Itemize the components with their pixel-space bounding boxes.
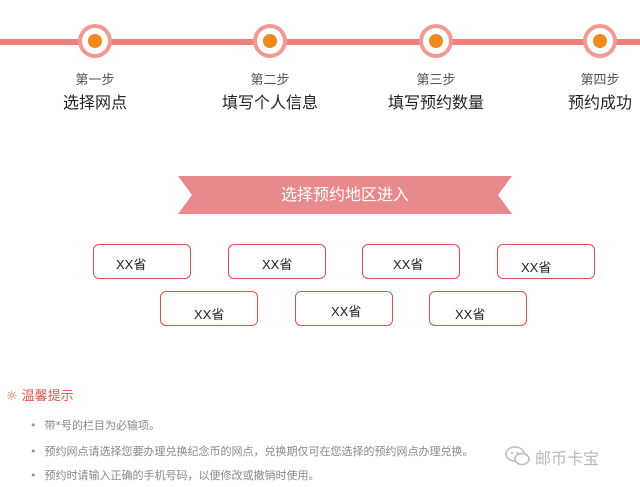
progress-stepper: 第一步 选择网点 第二步 填写个人信息 第三步 填写预约数量 第四步 预约成功 [0,0,640,120]
step-2-indicator [253,24,287,58]
step-1-indicator [78,24,112,58]
step-4-number: 第四步 [580,73,620,88]
province-label: XX省 [116,257,147,272]
province-label: XX省 [194,307,225,322]
province-label: XX省 [262,257,293,272]
tip-text: 带*号的栏目为必输项。 [44,419,161,432]
step-4: 第四步 预约成功 [530,0,640,120]
step-3: 第三步 填写预约数量 [366,0,506,120]
step-3-title: 填写预约数量 [387,93,484,112]
bullet-icon: • [30,445,37,458]
step-2-number: 第二步 [250,73,290,88]
province-label: XX省 [521,260,552,275]
step-4-indicator [583,24,617,58]
step-4-title: 预约成功 [567,93,632,112]
province-button-4[interactable]: XX省 [497,244,595,279]
tip-text: 预约网点请选择您要办理兑换纪念币的网点，兑换期仅可在您选择的预约网点办理兑换。 [44,445,474,458]
tip-item: • 预约网点请选择您要办理兑换纪念币的网点，兑换期仅可在您选择的预约网点办理兑换。 [30,443,474,459]
bullet-icon: • [30,419,37,432]
province-button-5[interactable]: XX省 [160,291,258,326]
province-label: XX省 [455,307,486,322]
step-1: 第一步 选择网点 [25,0,165,120]
banner-title: 选择预约地区进入 [280,185,409,204]
wechat-icon [505,446,530,466]
tips-heading: ☼温馨提示 [6,385,74,404]
step-2-title: 填写个人信息 [221,93,318,112]
stepper-line [0,39,640,45]
step-3-number: 第三步 [416,73,456,88]
bullet-icon: • [30,469,37,482]
region-select-banner: 选择预约地区进入 [178,176,512,214]
tips-title: 温馨提示 [21,389,74,404]
province-button-1[interactable]: XX省 [93,244,191,279]
province-button-7[interactable]: XX省 [429,291,527,326]
tip-item: • 带*号的栏目为必输项。 [30,417,160,433]
step-2: 第二步 填写个人信息 [200,0,340,120]
step-1-number: 第一步 [75,73,115,88]
province-button-6[interactable]: XX省 [295,291,393,326]
tip-text: 预约时请输入正确的手机号码，以便修改或撤销时使用。 [44,469,320,482]
province-button-2[interactable]: XX省 [228,244,326,279]
watermark-text: 邮币卡宝 [535,449,600,468]
province-button-3[interactable]: XX省 [362,244,460,279]
sun-icon: ☼ [6,389,18,404]
step-1-title: 选择网点 [62,93,127,112]
step-3-indicator [419,24,453,58]
tip-item: • 预约时请输入正确的手机号码，以便修改或撤销时使用。 [30,467,320,483]
ribbon-shape [178,176,512,214]
watermark: 邮币卡宝 [505,445,635,468]
province-label: XX省 [331,304,362,319]
province-label: XX省 [393,257,424,272]
